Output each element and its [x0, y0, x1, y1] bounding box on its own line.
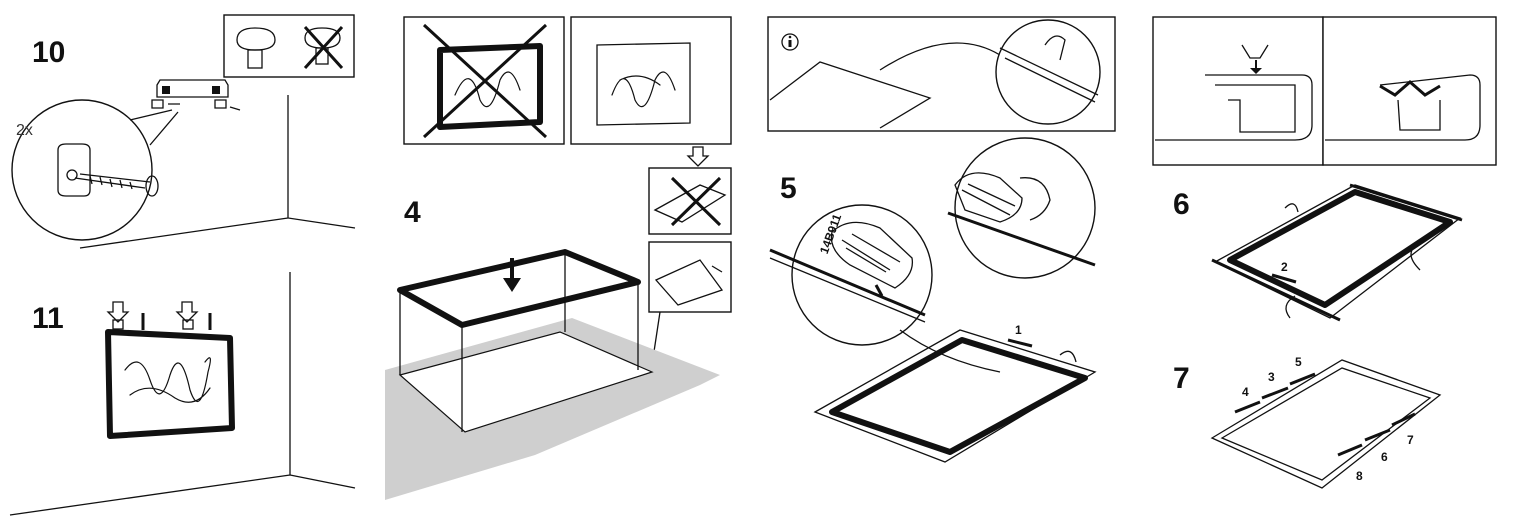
step-5: 5 1 14B911	[767, 16, 1116, 463]
room-corner-2	[9, 272, 356, 516]
position-7-label: 7	[1407, 433, 1414, 447]
folded-poster-wrong	[653, 176, 727, 227]
room-corner	[79, 95, 356, 249]
wrong-screw-icon	[303, 25, 344, 70]
frame-rail-2	[769, 257, 926, 323]
step-number-10: 10	[32, 36, 65, 69]
pressing-zoom-circle	[791, 204, 933, 346]
clips-bottom	[1337, 412, 1416, 457]
frame-rail	[769, 248, 926, 317]
sliding-zoom-circle	[954, 137, 1096, 279]
step-number-7: 7	[1173, 362, 1190, 395]
spirit-level	[151, 79, 241, 111]
position-3-label: 3	[1268, 370, 1275, 384]
step-number-4: 4	[404, 196, 421, 229]
profile-left	[1155, 74, 1313, 141]
position-1-label: 1	[1015, 323, 1022, 337]
frame-corner-detail	[769, 61, 932, 129]
step-number-11: 11	[32, 302, 64, 335]
step-10: 10 2x	[11, 14, 356, 249]
step-number-5: 5	[780, 172, 797, 205]
clip-detail-box-right	[1322, 16, 1497, 166]
info-zoom-rail	[999, 47, 1099, 103]
flat-poster	[654, 259, 724, 306]
wall-bracket-icon	[57, 143, 91, 197]
finger-icon	[1044, 35, 1066, 61]
rotate-arrow-icon	[1059, 350, 1077, 363]
clip-inserted	[1379, 80, 1441, 97]
frame-sheet	[813, 329, 1097, 463]
profile-inner-left	[1215, 84, 1296, 133]
frame-assembly-2	[1210, 359, 1442, 489]
info-zoom-circle	[995, 19, 1101, 125]
rotate-arrow-icon-2	[1284, 203, 1299, 213]
rotate-arrow-icon-3	[1410, 249, 1421, 271]
position-1-mark	[1007, 338, 1033, 348]
zoom-pointer	[129, 109, 179, 146]
position-2-mark	[1271, 273, 1297, 284]
pressing-pointer	[899, 329, 1001, 373]
correct-screw-icon	[236, 27, 276, 69]
pressing-tool	[830, 221, 914, 289]
position-2-label: 2	[1281, 260, 1288, 274]
correct-frame-picture	[596, 42, 691, 126]
step-7: 7 4 3 5 7 6 8	[1173, 355, 1442, 489]
step-6: 6 2	[1152, 16, 1497, 322]
step-11: 11	[9, 272, 356, 516]
info-pointer	[879, 42, 1001, 71]
clip-detail-box-left	[1152, 16, 1324, 166]
quantity-label: 2x	[16, 122, 33, 139]
press-arrow-icon	[874, 284, 884, 297]
frame-rail-3	[947, 211, 1096, 267]
hand-with-tool	[954, 172, 1051, 223]
profile-inner-right	[1397, 99, 1441, 131]
arrow-down-icon-2	[503, 258, 521, 292]
screw-icon	[74, 173, 159, 197]
position-8-label: 8	[1356, 469, 1363, 483]
screw-check-box	[223, 14, 355, 78]
floor-sheet	[398, 331, 654, 433]
correct-frame-box	[570, 16, 732, 145]
framed-picture-on-wall	[105, 329, 235, 439]
rotate-arrow-icon-4	[1285, 295, 1296, 319]
position-5-label: 5	[1295, 355, 1302, 369]
profile-right	[1325, 74, 1481, 141]
arrow-down-icon-3	[1250, 60, 1262, 74]
cross-icon	[422, 23, 548, 139]
arrow-down-icon	[686, 146, 710, 167]
frame-assembly	[1211, 183, 1463, 322]
frame-on-sheet	[829, 337, 1088, 455]
position-4-label: 4	[1242, 385, 1249, 399]
zoom-detail-circle	[11, 99, 153, 241]
step-4: 4	[385, 16, 732, 500]
info-icon	[781, 33, 799, 51]
hanging-brackets	[106, 301, 212, 330]
clip-icon	[1241, 44, 1269, 59]
step-number-6: 6	[1173, 188, 1190, 221]
wrong-frame-picture	[422, 23, 548, 139]
clips-top	[1234, 372, 1316, 414]
position-6-label: 6	[1381, 450, 1388, 464]
